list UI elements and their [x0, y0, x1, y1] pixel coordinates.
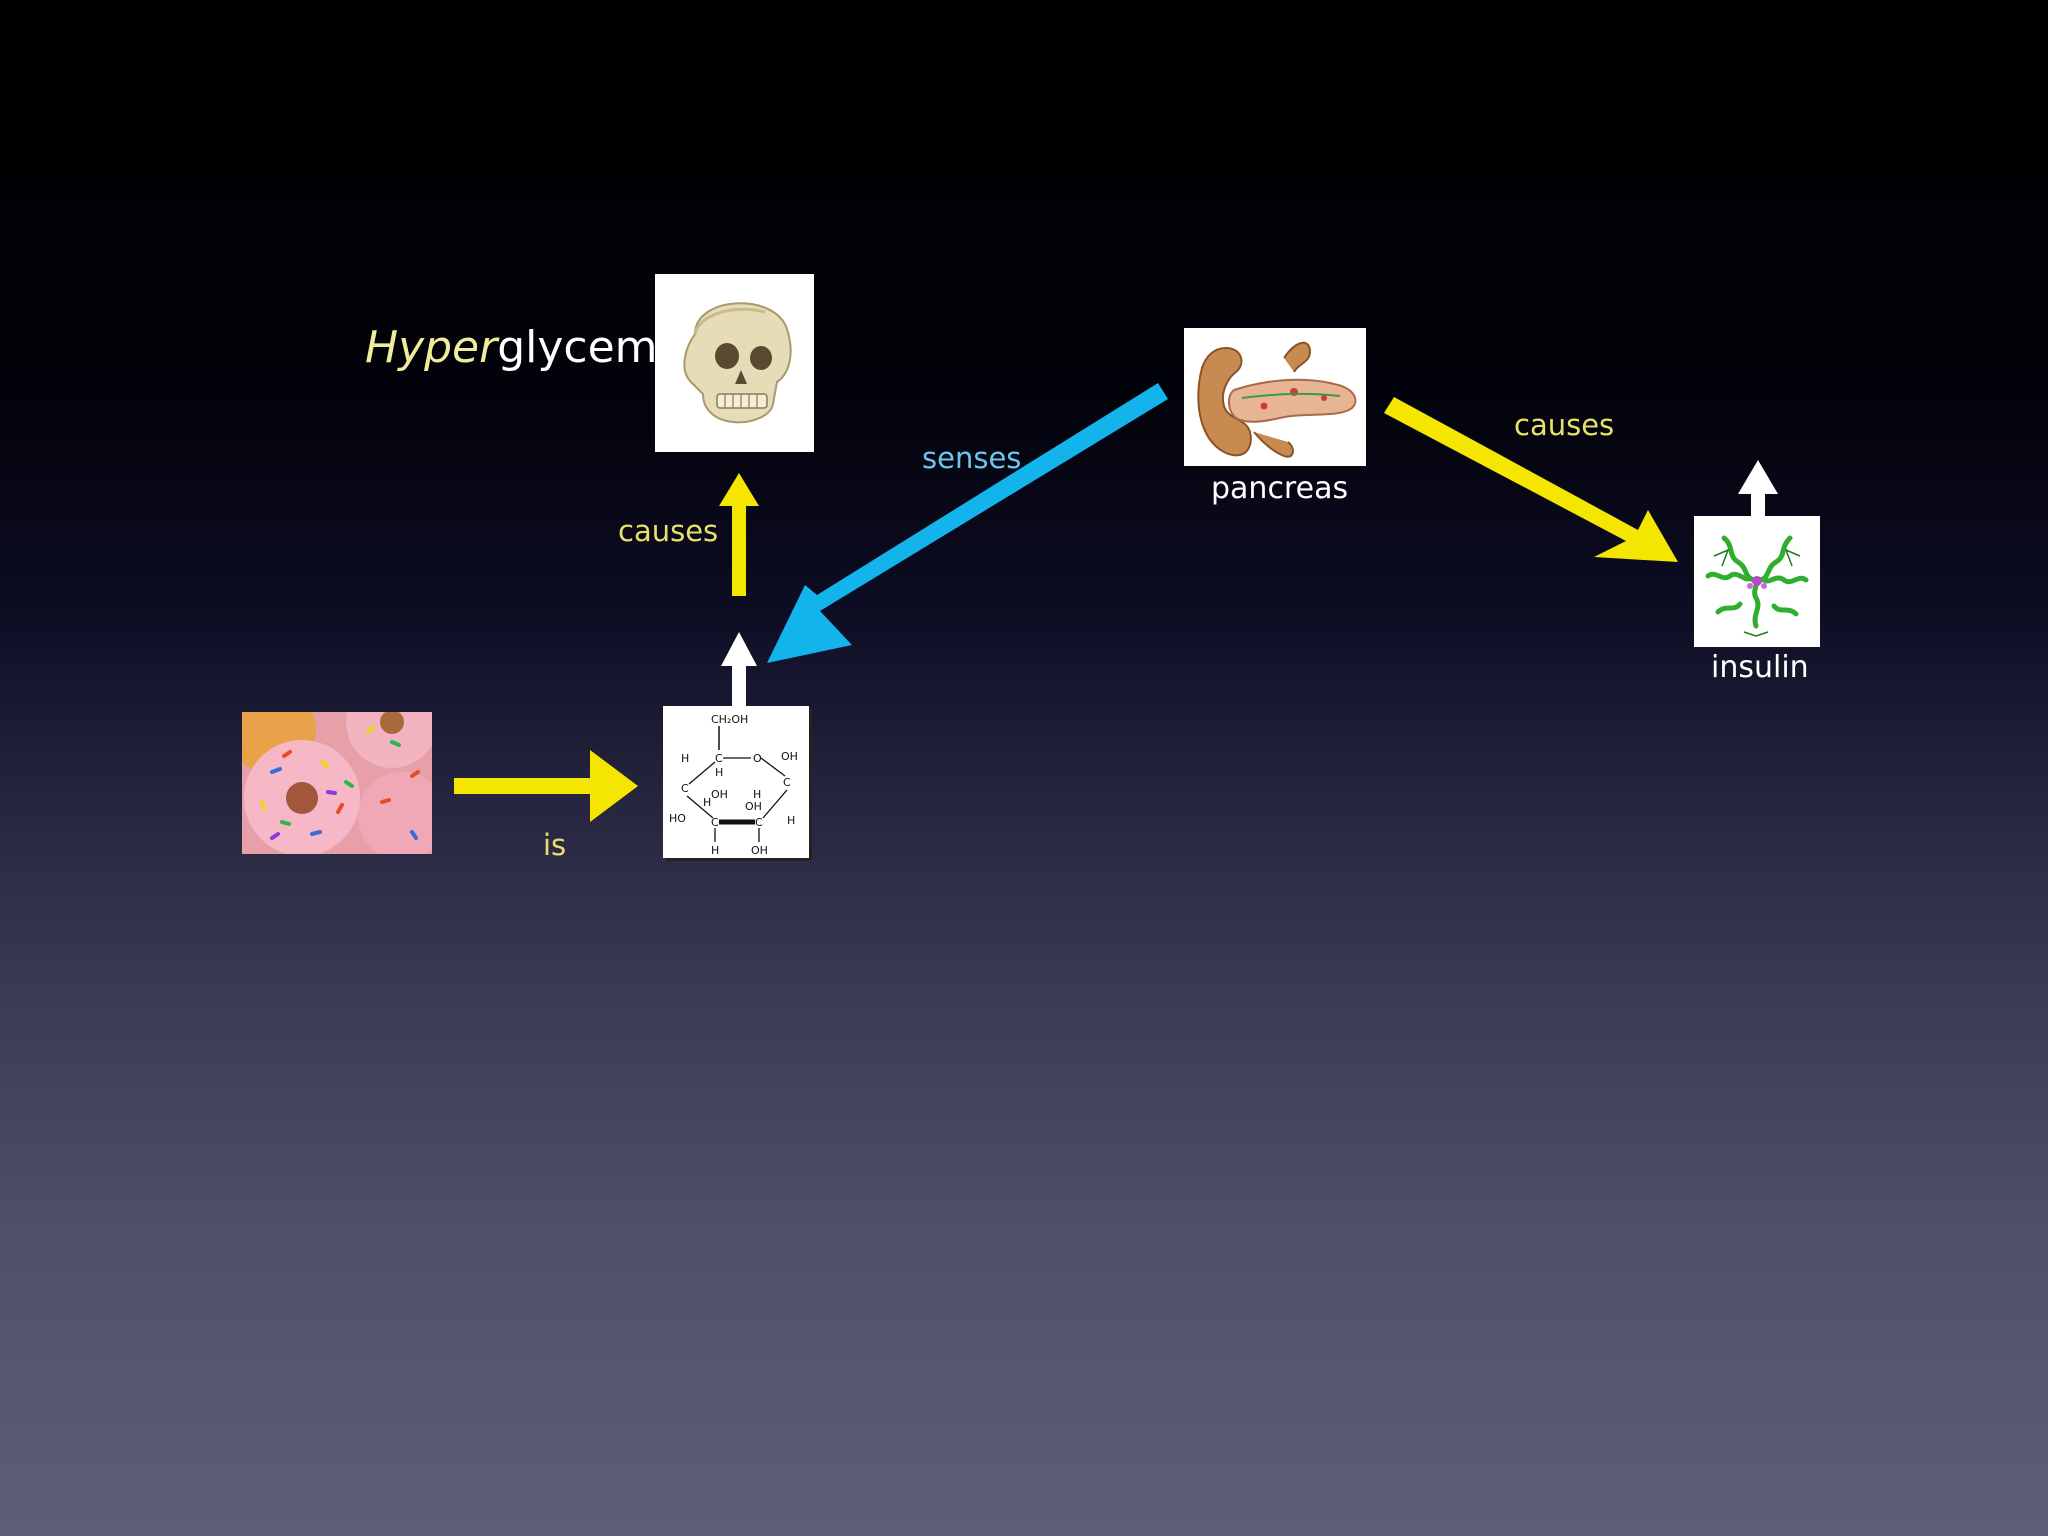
glucose-c-5: C [755, 816, 763, 829]
donut-image [242, 712, 432, 854]
insulin-image [1694, 516, 1820, 647]
glucose-c-2: C [681, 782, 689, 795]
glucose-h-5: H [787, 814, 795, 827]
glucose-c-3: C [783, 776, 791, 789]
arrow-white-glucose [721, 632, 757, 706]
hyperglycemia-title: Hyperglycemia [365, 322, 697, 373]
glucose-h-2: H [715, 766, 723, 779]
glucose-h-6: H [711, 844, 719, 857]
glucose-ch2oh: CH₂OH [711, 713, 748, 726]
glucose-h-3: H [753, 788, 761, 801]
donut-icon [242, 712, 432, 854]
arrow-white-insulin [1738, 460, 1778, 516]
glucose-oh-2: OH [711, 788, 728, 801]
glucose-h-4: H [703, 796, 711, 809]
label-causes-right: causes [1514, 408, 1615, 442]
label-senses: senses [922, 441, 1022, 475]
glucose-ho: HO [669, 812, 686, 825]
insulin-molecule-icon [1694, 516, 1820, 647]
pancreas-icon [1184, 328, 1366, 466]
glucose-c-4: C [711, 816, 719, 829]
glucose-oh-3: OH [745, 800, 762, 813]
skull-icon [655, 274, 814, 452]
pancreas-image [1184, 328, 1366, 466]
glucose-o: O [753, 752, 762, 765]
glucose-structure-icon: CH₂OH H C O OH H C C OH H H OH H HO C C … [663, 706, 809, 858]
label-is: is [543, 828, 567, 862]
arrow-causes-up [719, 473, 759, 596]
title-hyper: Hyper [365, 322, 498, 373]
label-pancreas: pancreas [1211, 471, 1349, 506]
skull-image [655, 274, 814, 452]
glucose-oh-4: OH [751, 844, 768, 857]
glucose-image: CH₂OH H C O OH H C C OH H H OH H HO C C … [663, 706, 809, 858]
label-insulin: insulin [1711, 650, 1809, 685]
arrow-is [454, 750, 638, 822]
arrow-senses [767, 383, 1168, 663]
glucose-oh-1: OH [781, 750, 798, 763]
label-causes-up: causes [618, 514, 719, 548]
glucose-c-1: C [715, 752, 723, 765]
glucose-h-1: H [681, 752, 689, 765]
